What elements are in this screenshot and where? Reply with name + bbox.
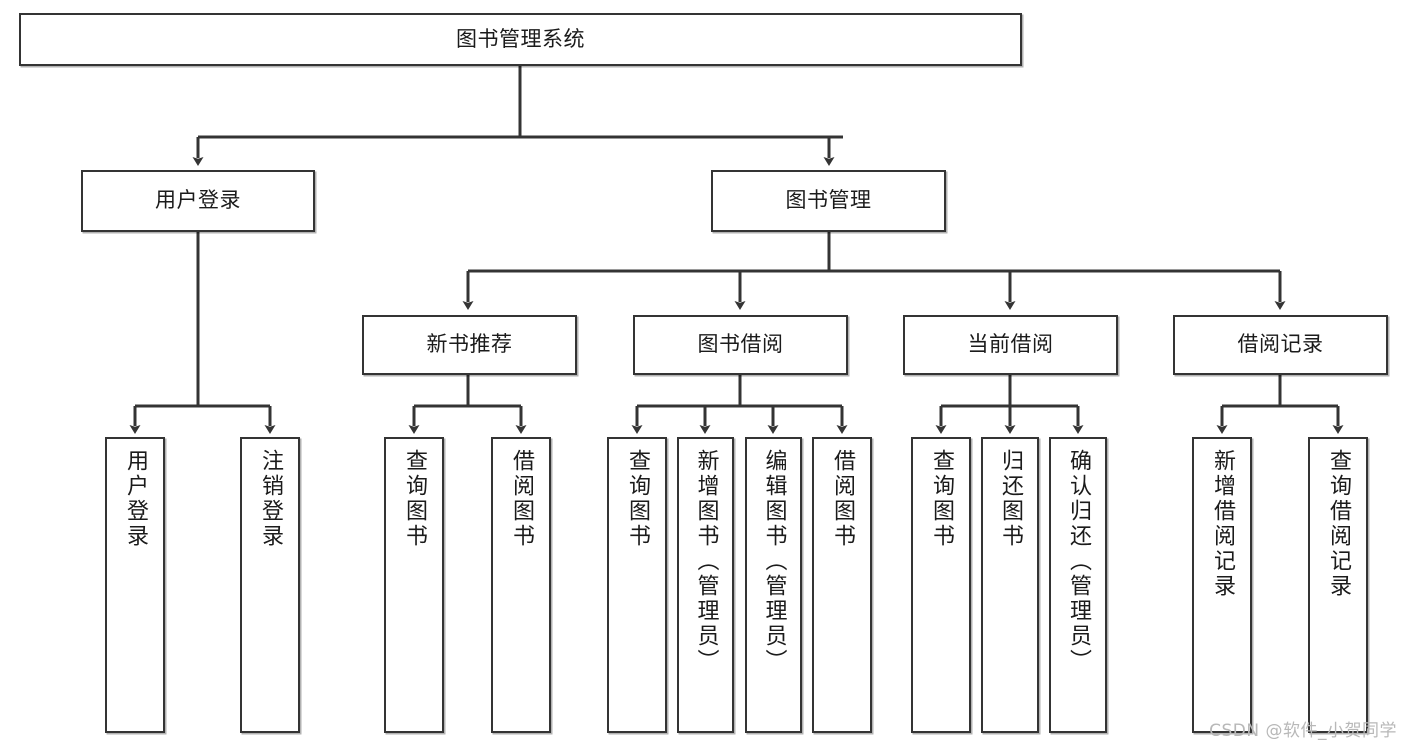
leaf-borrow-edit-book[interactable]: 编辑图书（管理员） (745, 437, 802, 733)
node-user-login-label: 用户登录 (155, 188, 241, 213)
leaf-record-add[interactable]: 新增借阅记录 (1192, 437, 1252, 733)
leaf-user-login-login-label: 用户登录 (123, 449, 148, 549)
leaf-borrow-edit-book-label: 编辑图书（管理员） (761, 449, 787, 674)
node-new-book-recommend-label: 新书推荐 (426, 332, 513, 357)
node-book-borrow[interactable]: 图书借阅 (633, 315, 848, 375)
leaf-borrow-borrow-book[interactable]: 借阅图书 (812, 437, 872, 733)
leaf-current-return-book[interactable]: 归还图书 (981, 437, 1039, 733)
leaf-current-query-book-label: 查询图书 (929, 449, 954, 549)
leaf-record-query-label: 查询借阅记录 (1326, 449, 1351, 599)
node-root-label: 图书管理系统 (456, 26, 585, 51)
leaf-new-book-borrow-label: 借阅图书 (509, 449, 534, 549)
leaf-new-book-borrow[interactable]: 借阅图书 (491, 437, 551, 733)
leaf-borrow-add-book-label: 新增图书（管理员） (693, 449, 719, 674)
node-new-book-recommend[interactable]: 新书推荐 (362, 315, 577, 375)
node-current-borrow[interactable]: 当前借阅 (903, 315, 1118, 375)
leaf-record-add-label: 新增借阅记录 (1210, 449, 1235, 599)
leaf-current-query-book[interactable]: 查询图书 (911, 437, 971, 733)
leaf-current-confirm-return-label: 确认归还（管理员） (1066, 449, 1091, 674)
leaf-new-book-query[interactable]: 查询图书 (384, 437, 444, 733)
leaf-user-login-logout[interactable]: 注销登录 (240, 437, 300, 733)
leaf-new-book-query-label: 查询图书 (402, 449, 427, 549)
leaf-current-confirm-return[interactable]: 确认归还（管理员） (1049, 437, 1107, 733)
leaf-current-return-book-label: 归还图书 (998, 449, 1023, 549)
leaf-record-query[interactable]: 查询借阅记录 (1308, 437, 1368, 733)
node-user-login[interactable]: 用户登录 (81, 170, 315, 232)
leaf-user-login-logout-label: 注销登录 (258, 449, 283, 549)
node-borrow-record[interactable]: 借阅记录 (1173, 315, 1388, 375)
node-book-management[interactable]: 图书管理 (711, 170, 946, 232)
watermark-text: CSDN @软件_小贺同学 (1209, 721, 1397, 741)
leaf-borrow-add-book[interactable]: 新增图书（管理员） (677, 437, 734, 733)
leaf-borrow-query-book-label: 查询图书 (625, 449, 650, 549)
node-current-borrow-label: 当前借阅 (967, 332, 1054, 357)
node-book-management-label: 图书管理 (785, 188, 872, 213)
node-root[interactable]: 图书管理系统 (19, 13, 1022, 66)
leaf-borrow-borrow-book-label: 借阅图书 (830, 449, 855, 549)
leaf-user-login-login[interactable]: 用户登录 (105, 437, 165, 733)
node-book-borrow-label: 图书借阅 (697, 332, 784, 357)
node-borrow-record-label: 借阅记录 (1237, 332, 1324, 357)
leaf-borrow-query-book[interactable]: 查询图书 (607, 437, 667, 733)
